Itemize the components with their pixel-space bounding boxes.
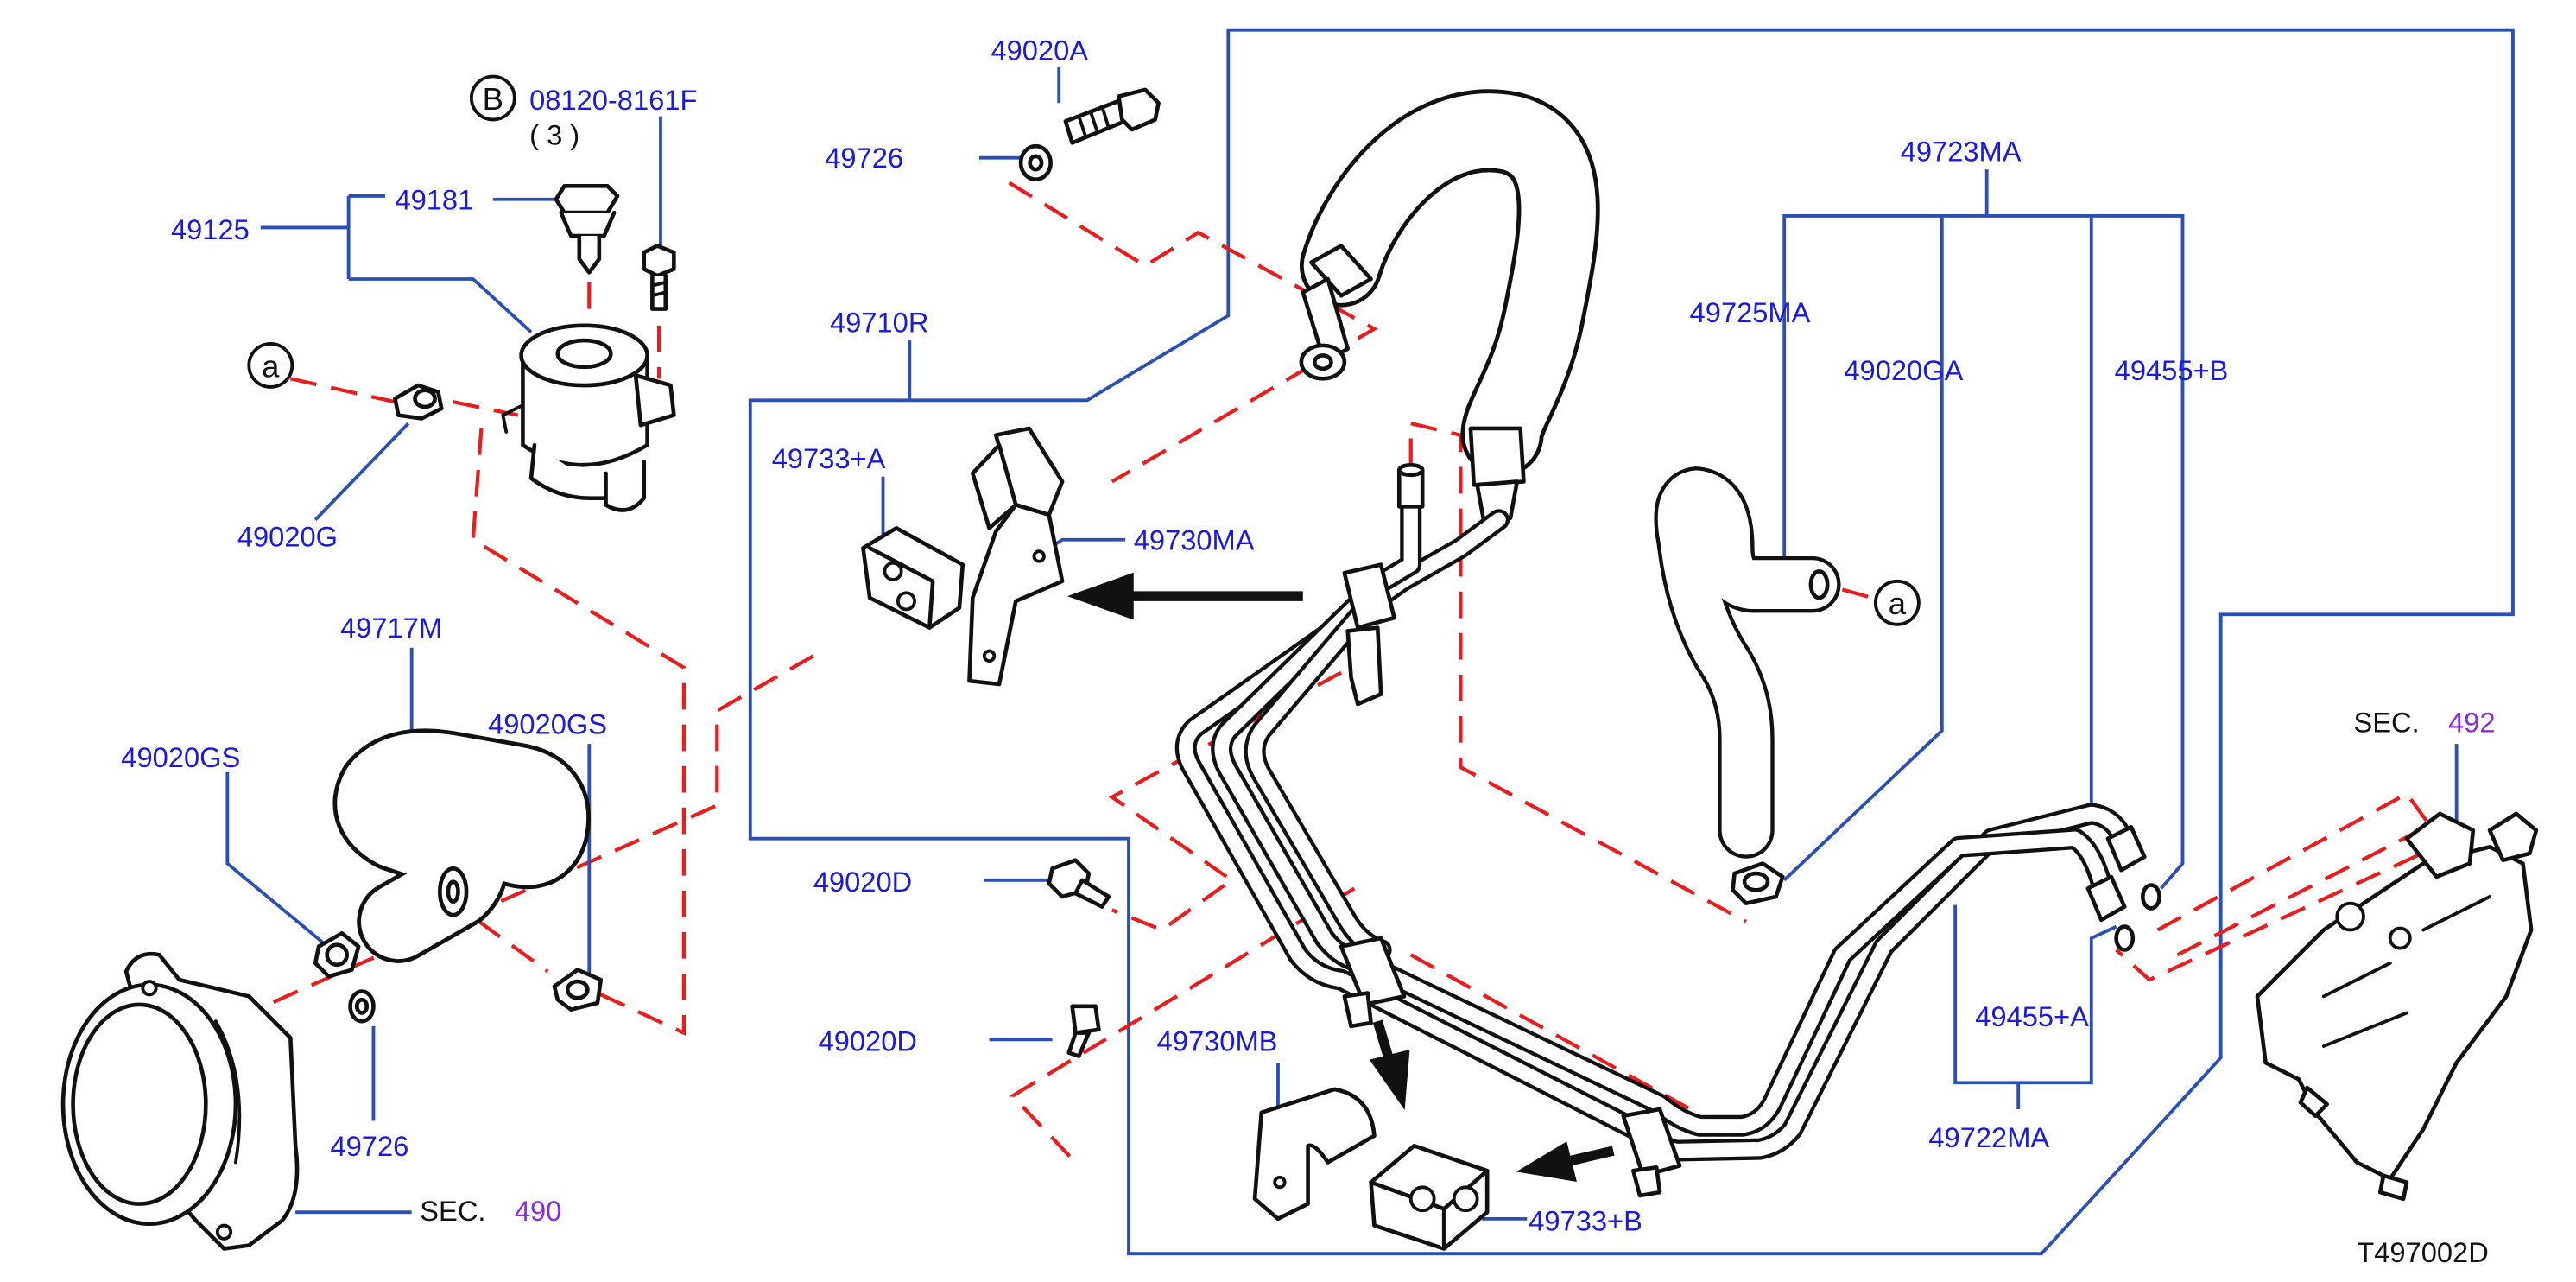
label-sec-492-prefix: SEC. [2353,707,2419,739]
label-49710R: 49710R [830,307,928,339]
label-49020A: 49020A [991,34,1088,66]
label-49455A: 49455+A [1975,1000,2089,1032]
bracket-49730MB [1252,1087,1377,1222]
arrow-to-insulator-49733B [1516,1141,1615,1183]
o-ring-49455A [2114,924,2136,952]
label-sec-492-number: 492 [2448,707,2496,739]
svg-text:a: a [262,348,280,384]
label-49020GA: 49020GA [1844,354,1963,386]
label-49020D-upper: 49020D [813,866,912,898]
bolt-08120-8161F [642,244,676,311]
label-49723MA: 49723MA [1901,136,2022,168]
label-49733B: 49733+B [1529,1204,1642,1236]
bolt-49020D-upper [1047,858,1111,909]
steering-gear-box [2255,811,2539,1202]
suction-hose-49717M [332,728,591,963]
power-steering-pump [60,951,300,1251]
bolt-49020D-lower [1066,1004,1101,1058]
arrow-to-bracket-49730MA [1067,572,1303,620]
reservoir-tank [501,323,676,512]
clamp-49020G [393,383,444,421]
label-49717M: 49717M [340,612,442,644]
high-pressure-hose [1299,89,1600,524]
label-49726-top: 49726 [825,142,903,174]
label-49722MA: 49722MA [1928,1121,2049,1153]
bracket-49730MA [967,426,1065,687]
callout-b-marker: B [469,74,516,122]
bolt-49020A [1063,87,1161,145]
label-49726-bottom: 49726 [330,1130,408,1162]
o-ring-49455B [2141,883,2161,911]
part-labels: 49020A 49726 08120-8161F ( 3 ) 49181 491… [121,34,2495,1268]
label-49020G: 49020G [237,520,338,552]
label-49181: 49181 [395,183,473,215]
label-49020D-lower: 49020D [819,1025,917,1057]
washer-49726-bottom [348,989,376,1024]
svg-text:B: B [483,81,503,117]
label-49020GS-right: 49020GS [488,708,607,740]
label-sec-490-prefix: SEC. [420,1195,485,1227]
diagram-code: T497002D [2357,1236,2489,1268]
hose-assembly-outline [748,28,2515,1256]
label-sec-490-number: 490 [515,1195,562,1227]
power-steering-tube-bundle [1174,462,2147,1198]
svg-text:a: a [1889,586,1907,621]
label-49730MB: 49730MB [1157,1025,1278,1057]
label-49730MA: 49730MA [1134,524,1255,555]
label-49020GS-left: 49020GS [121,741,240,773]
callout-a-marker-right: a [1873,579,1921,626]
label-49733A: 49733+A [772,442,886,474]
label-08120-qty: ( 3 ) [529,118,579,150]
insulator-49733B [1369,1143,1490,1251]
label-49455B: 49455+B [2115,354,2229,386]
label-49125: 49125 [171,213,250,245]
label-49725MA: 49725MA [1690,296,1811,328]
washer-49726-top [1018,143,1053,181]
clamp-49020GA [1731,861,1785,905]
arrow-to-bracket-49730MB [1369,1019,1410,1111]
return-hose-49725MA [1654,466,1841,859]
reservoir-cap [554,184,620,275]
insulator-49733A [861,525,965,630]
label-08120-8161F: 08120-8161F [529,84,697,116]
callout-a-marker-left: a [247,342,294,389]
clamp-49020GS-right [552,968,604,1012]
clamp-49020GS-left [313,930,361,979]
